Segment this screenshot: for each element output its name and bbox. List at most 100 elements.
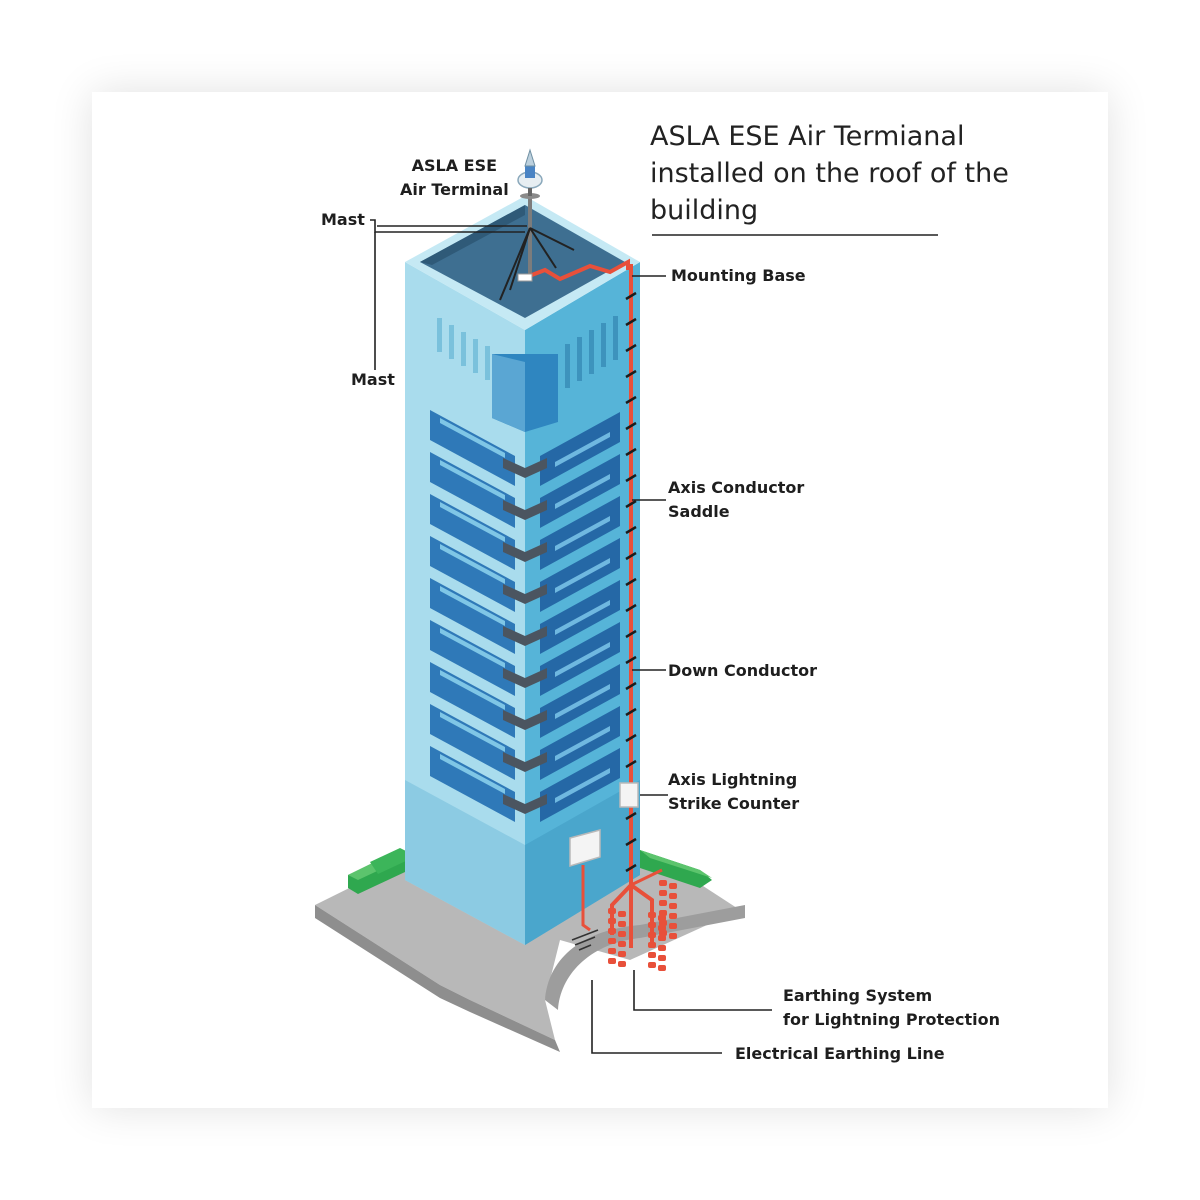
greenery <box>348 848 712 894</box>
spandrel <box>503 500 547 520</box>
spandrel <box>503 752 547 772</box>
saddle-clip <box>625 733 637 743</box>
earthing-dot <box>648 952 656 958</box>
window-highlight <box>555 558 610 593</box>
saddle-clip <box>625 551 637 561</box>
label-conductor-saddle-line2: Saddle <box>668 502 730 521</box>
saddle-clip <box>625 863 637 873</box>
earthing-dot <box>618 961 626 967</box>
label-conductor-saddle-line1: Axis Conductor <box>668 478 805 497</box>
title-line: building <box>650 195 759 226</box>
label-mounting-base: Mounting Base <box>671 266 806 285</box>
label-down-conductor: Down Conductor <box>668 661 817 680</box>
spandrel <box>503 584 547 604</box>
earthing-dot <box>608 948 616 954</box>
saddle-clip <box>625 837 637 847</box>
earthing-dot <box>659 890 667 896</box>
window-highlight <box>440 586 505 626</box>
window-highlight <box>555 684 610 719</box>
window-highlight <box>440 670 505 710</box>
saddle-clip <box>625 681 637 691</box>
earthing-dot <box>608 938 616 944</box>
saddle-clip <box>625 499 637 509</box>
saddle-clip <box>625 343 637 353</box>
earthing-dot <box>659 930 667 936</box>
saddle-clip <box>625 317 637 327</box>
upper-vents <box>437 316 618 432</box>
spandrel <box>503 668 547 688</box>
earthing-dot <box>648 942 656 948</box>
earthing-dot <box>659 920 667 926</box>
saddle-clip <box>625 395 637 405</box>
window-highlight <box>440 754 505 794</box>
window-highlight <box>440 418 505 458</box>
window-highlight <box>440 628 505 668</box>
earthing-dot <box>608 908 616 914</box>
label-mast-top: Mast <box>321 210 365 229</box>
earthing-dot <box>618 921 626 927</box>
earthing-dot <box>648 932 656 938</box>
earthing-dot <box>658 935 666 941</box>
saddle-clip <box>625 369 637 379</box>
window-highlight <box>555 432 610 467</box>
label-strike-counter-line1: Axis Lightning <box>668 770 798 789</box>
ground-plaza <box>315 848 745 1052</box>
window-highlight <box>440 712 505 752</box>
earthing-dot <box>669 923 677 929</box>
spandrel <box>503 794 547 814</box>
earthing-dot <box>648 912 656 918</box>
earthing-dot <box>618 911 626 917</box>
earthing-dot <box>659 880 667 886</box>
earthing-dot <box>608 958 616 964</box>
saddle-clip <box>625 525 637 535</box>
diagram-title: ASLA ESE Air Termianal installed on the … <box>650 118 1009 229</box>
saddle-clip <box>625 577 637 587</box>
spandrel <box>503 626 547 646</box>
label-electrical-earthing: Electrical Earthing Line <box>735 1044 945 1063</box>
saddle-clip <box>625 759 637 769</box>
earthing-rod-dots <box>608 880 677 971</box>
window-highlight <box>440 460 505 500</box>
earthing-dot <box>648 922 656 928</box>
window-highlight <box>555 600 610 635</box>
earthing-dot <box>658 915 666 921</box>
label-conductor-saddle: Axis Conductor Saddle <box>668 476 804 524</box>
earthing-dot <box>648 962 656 968</box>
earthing-dot <box>669 903 677 909</box>
earthing-dot <box>669 893 677 899</box>
label-strike-counter: Axis Lightning Strike Counter <box>668 768 799 816</box>
down-conductor-system <box>517 258 677 971</box>
earthing-dot <box>669 883 677 889</box>
window-highlight <box>555 474 610 509</box>
window-highlight <box>555 516 610 551</box>
earthing-dot <box>669 933 677 939</box>
callout-lines <box>370 219 938 1054</box>
earthing-dot <box>669 913 677 919</box>
electrical-box <box>569 829 601 868</box>
earthing-dot <box>608 918 616 924</box>
saddle-clip <box>625 447 637 457</box>
saddle-clip <box>625 421 637 431</box>
saddle-clip <box>625 707 637 717</box>
conductor-saddles <box>625 291 637 873</box>
saddle-clip <box>625 655 637 665</box>
window-highlight <box>555 726 610 761</box>
earthing-dot <box>618 941 626 947</box>
earthing-dot <box>658 955 666 961</box>
label-air-terminal-line2: Air Terminal <box>400 180 509 199</box>
label-strike-counter-line2: Strike Counter <box>668 794 800 813</box>
earthing-dot <box>608 928 616 934</box>
window-bands-right <box>540 412 620 822</box>
saddle-clip <box>625 629 637 639</box>
earthing-dot <box>658 965 666 971</box>
window-highlight <box>440 544 505 584</box>
window-bands-left <box>430 410 515 822</box>
earthing-dot <box>658 925 666 931</box>
label-air-terminal-line1: ASLA ESE <box>411 156 498 175</box>
title-line: installed on the roof of the <box>650 158 1009 189</box>
earthing-dot <box>659 910 667 916</box>
earthing-dot <box>618 951 626 957</box>
saddle-clip <box>625 291 637 301</box>
saddle-clip <box>625 473 637 483</box>
